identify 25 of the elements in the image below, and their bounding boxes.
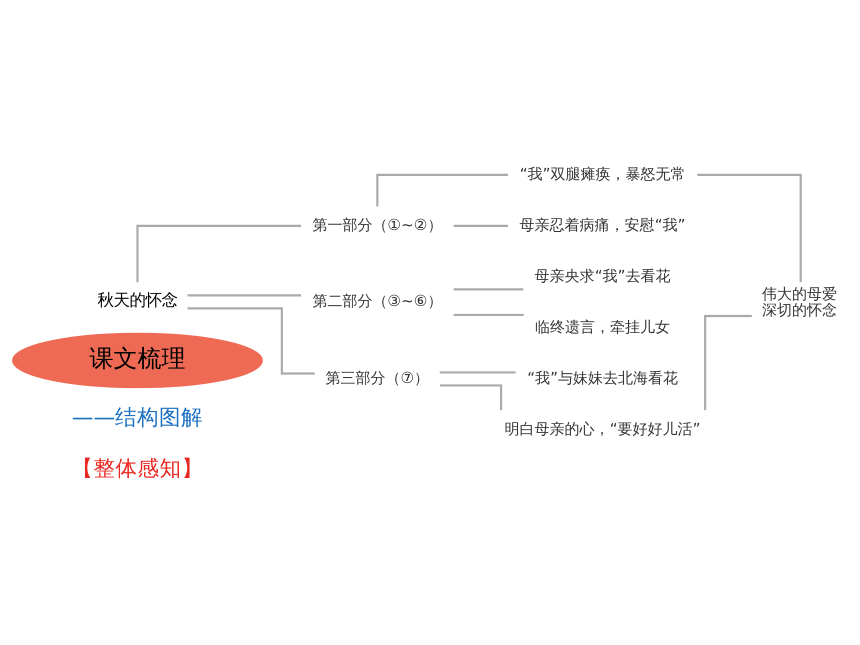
connector bbox=[136, 224, 302, 282]
node-text: 第二部分（③~⑥） bbox=[312, 292, 442, 310]
connector bbox=[376, 174, 508, 206]
node-text: 第一部分（①~②） bbox=[312, 216, 442, 234]
connector bbox=[187, 294, 301, 296]
connector bbox=[454, 314, 524, 316]
node-text: 第三部分（⑦） bbox=[326, 368, 430, 387]
node-text: 母亲忍着病痛，安慰“我” bbox=[520, 216, 686, 234]
node-text: “我”与妹妹去北海看花 bbox=[527, 368, 678, 387]
node-text: 秋天的怀念 bbox=[97, 290, 178, 310]
connector bbox=[440, 371, 516, 374]
node-text: 明白母亲的心，“要好好儿活” bbox=[504, 420, 700, 438]
connector bbox=[454, 288, 524, 290]
node-text: 临终遗言，牵挂儿女 bbox=[535, 318, 670, 336]
connector bbox=[697, 174, 802, 282]
node-ellipse: 课文梳理 bbox=[12, 332, 263, 388]
connector bbox=[188, 307, 315, 375]
connector bbox=[704, 314, 752, 410]
label: 【整体感知】 bbox=[71, 456, 204, 482]
node-text: 伟大的母爱 深切的怀念 bbox=[762, 284, 838, 320]
label: ——结构图解 bbox=[72, 406, 204, 431]
node-text: “我”双腿瘫痪，暴怒无常 bbox=[520, 164, 686, 183]
connector bbox=[440, 384, 502, 410]
connector bbox=[454, 224, 508, 227]
node-text: 母亲央求“我”去看花 bbox=[534, 266, 670, 285]
